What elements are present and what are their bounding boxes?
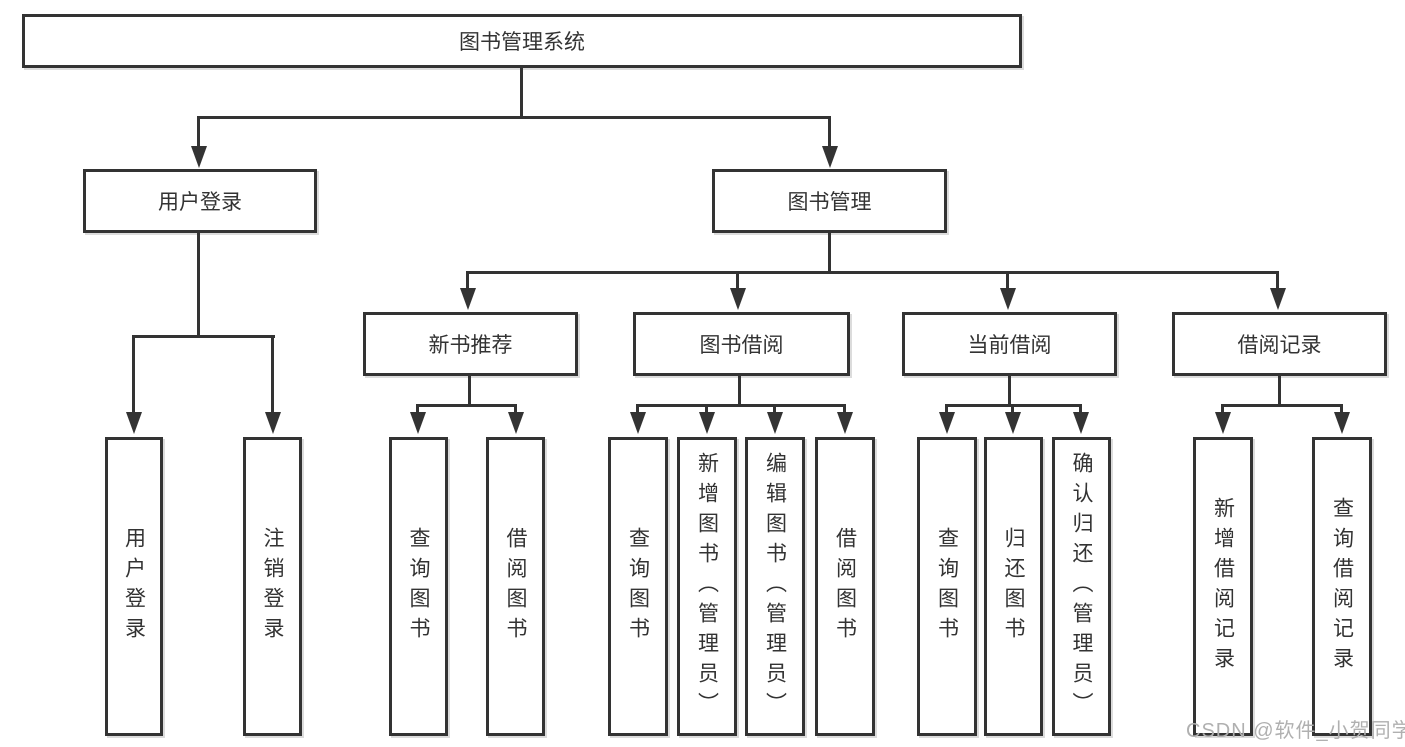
connector-user-login-stem [197,233,200,337]
leaf-search-book-current-label: 查询图书 [935,526,959,647]
connector-leaf [1079,404,1082,415]
leaf-borrow-book: 借阅图书 [815,437,875,736]
leaf-borrow-book-recommend: 借阅图书 [486,437,545,736]
connector-leaf [773,404,776,415]
leaf-add-borrow-record: 新增借阅记录 [1193,437,1253,736]
connector-leaf [1011,404,1014,415]
arrow-down-icon [730,288,746,310]
connector-leaf [132,335,135,414]
connector-book-mgmt-stem [828,233,831,274]
node-root-label: 图书管理系统 [459,31,585,54]
node-new-book-recommend: 新书推荐 [363,312,578,376]
leaf-return-book-label: 归还图书 [1002,526,1025,647]
arrow-down-icon [939,412,955,434]
node-borrow-record: 借阅记录 [1172,312,1387,376]
connector-level1-bus [198,116,830,119]
leaf-search-borrow-record: 查询借阅记录 [1312,437,1372,736]
leaf-user-login: 用户登录 [105,437,163,736]
leaf-search-book-borrow-label: 查询图书 [626,526,650,647]
arrow-down-icon [410,412,426,434]
connector-leaf [416,404,419,415]
connector-to-current-borrow [1006,271,1009,290]
node-current-borrow: 当前借阅 [902,312,1117,376]
leaf-confirm-return-admin-label: 确认归还（管理员） [1070,451,1093,722]
leaf-logout-label: 注销登录 [261,526,284,647]
arrow-down-icon [191,146,207,168]
node-book-borrow-label: 图书借阅 [699,334,784,357]
leaf-user-login-label: 用户登录 [122,526,146,647]
arrow-down-icon [460,288,476,310]
leaf-search-borrow-record-label: 查询借阅记录 [1330,496,1354,677]
arrow-down-icon [1334,412,1350,434]
connector-leaf [705,404,708,415]
arrow-down-icon [265,412,281,434]
leaf-search-book-current: 查询图书 [917,437,977,736]
node-new-book-recommend-label: 新书推荐 [428,334,513,357]
connector-book-borrow-bus [636,404,846,407]
connector-leaf [1221,404,1224,415]
leaf-return-book: 归还图书 [984,437,1043,736]
leaf-logout: 注销登录 [243,437,302,736]
arrow-down-icon [822,146,838,168]
connector-leaf [1340,404,1343,415]
node-borrow-record-label: 借阅记录 [1237,334,1322,357]
node-root: 图书管理系统 [22,14,1022,68]
leaf-add-borrow-record-label: 新增借阅记录 [1211,496,1235,677]
node-user-login-label: 用户登录 [158,191,242,214]
connector-to-new-book [466,271,469,290]
leaf-edit-book-admin-label: 编辑图书（管理员） [763,451,787,722]
connector-to-user-login [197,116,200,148]
connector-user-login-bus [132,335,275,338]
connector-book-borrow-stem [738,376,741,406]
leaf-search-book-recommend: 查询图书 [389,437,448,736]
node-user-login: 用户登录 [83,169,317,233]
node-book-borrow: 图书借阅 [633,312,850,376]
arrow-down-icon [767,412,783,434]
leaf-search-book-recommend-label: 查询图书 [407,526,430,647]
arrow-down-icon [1073,412,1089,434]
connector-leaf [945,404,948,415]
leaf-edit-book-admin: 编辑图书（管理员） [745,437,805,736]
arrow-down-icon [1005,412,1021,434]
arrow-down-icon [630,412,646,434]
connector-to-book-borrow [736,271,739,290]
connector-new-book-bus [416,404,517,407]
connector-new-book-stem [468,376,471,406]
connector-borrow-record-bus [1221,404,1343,407]
node-current-borrow-label: 当前借阅 [967,334,1052,357]
connector-leaf [271,335,274,414]
watermark: CSDN @软件_小贺同学 [1186,720,1405,742]
arrow-down-icon [1000,288,1016,310]
arrow-down-icon [699,412,715,434]
connector-leaf [514,404,517,415]
connector-to-borrow-record [1276,271,1279,290]
connector-sections-bus [466,271,1278,274]
arrow-down-icon [837,412,853,434]
leaf-add-book-admin-label: 新增图书（管理员） [695,451,719,722]
connector-leaf [843,404,846,415]
connector-current-borrow-stem [1008,376,1011,406]
leaf-borrow-book-label: 借阅图书 [833,526,857,647]
connector-borrow-record-stem [1278,376,1281,406]
node-book-mgmt: 图书管理 [712,169,947,233]
leaf-search-book-borrow: 查询图书 [608,437,668,736]
connector-leaf [636,404,639,415]
arrow-down-icon [508,412,524,434]
leaf-add-book-admin: 新增图书（管理员） [677,437,737,736]
leaf-confirm-return-admin: 确认归还（管理员） [1052,437,1111,736]
connector-to-book-mgmt [828,116,831,148]
arrow-down-icon [126,412,142,434]
connector-root-stem [520,68,523,118]
node-book-mgmt-label: 图书管理 [787,191,872,214]
arrow-down-icon [1270,288,1286,310]
arrow-down-icon [1215,412,1231,434]
leaf-borrow-book-recommend-label: 借阅图书 [504,526,527,647]
